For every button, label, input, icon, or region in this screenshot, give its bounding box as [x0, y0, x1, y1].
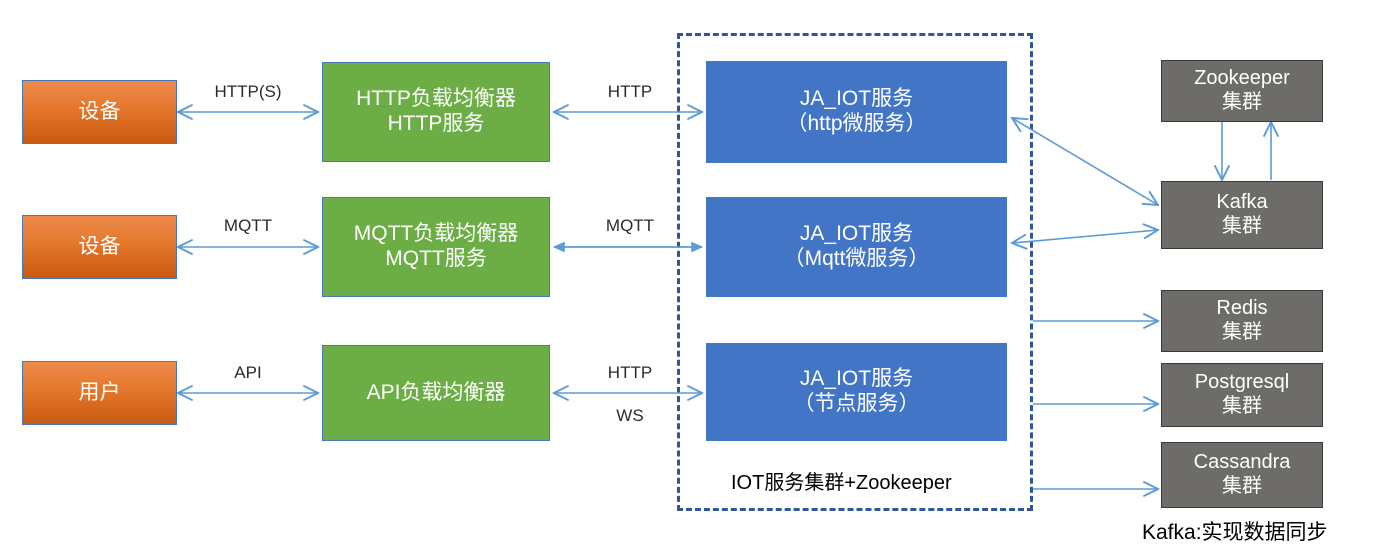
client-node-device-http[interactable]: 设备: [22, 80, 177, 144]
service-line1: JA_IOT服务: [799, 222, 914, 246]
client-node-device-mqtt[interactable]: 设备: [22, 215, 177, 279]
service-line2: （Mqtt微服务）: [783, 247, 930, 270]
edge-label-client-http: HTTP(S): [214, 82, 282, 101]
cluster-line1: Cassandra: [1193, 451, 1291, 474]
load-balancer-line1: API负载均衡器: [366, 380, 506, 404]
load-balancer-line2: HTTP服务: [387, 112, 485, 135]
cluster-line2: 集群: [1222, 475, 1262, 497]
edge-label-lb-service-mqtt: MQTT: [605, 216, 655, 235]
cluster-node-postgresql[interactable]: Postgresql 集群: [1161, 363, 1323, 427]
cluster-node-redis[interactable]: Redis 集群: [1161, 290, 1323, 352]
iot-cluster-group-boundary: [677, 33, 1033, 511]
edge-label-client-api: API: [234, 363, 262, 382]
client-label: 设备: [78, 99, 121, 123]
load-balancer-mqtt[interactable]: MQTT负载均衡器 MQTT服务: [322, 197, 550, 297]
cluster-node-zookeeper[interactable]: Zookeeper 集群: [1161, 60, 1323, 122]
client-label: 设备: [78, 234, 121, 258]
cluster-line2: 集群: [1222, 91, 1262, 113]
cluster-line2: 集群: [1222, 215, 1262, 237]
edge-label-lb-service-api-ws: WS: [616, 406, 644, 425]
service-line2: （http微服务）: [786, 112, 927, 135]
cluster-line1: Redis: [1216, 297, 1268, 320]
service-node-node-service[interactable]: JA_IOT服务 （节点服务）: [706, 343, 1007, 441]
service-line2: （节点服务）: [793, 392, 920, 415]
load-balancer-http[interactable]: HTTP负载均衡器 HTTP服务: [322, 62, 550, 162]
load-balancer-line2: MQTT服务: [385, 247, 487, 270]
iot-cluster-caption: IOT服务集群+Zookeeper: [731, 472, 952, 494]
cluster-line1: Zookeeper: [1194, 67, 1290, 90]
cluster-node-kafka[interactable]: Kafka 集群: [1161, 181, 1323, 249]
edge-label-client-mqtt: MQTT: [223, 216, 273, 235]
load-balancer-line1: MQTT负载均衡器: [353, 222, 519, 246]
cluster-node-cassandra[interactable]: Cassandra 集群: [1161, 442, 1323, 508]
kafka-footer-caption: Kafka:实现数据同步: [1142, 521, 1328, 544]
service-line1: JA_IOT服务: [799, 87, 914, 111]
edge-label-lb-service-api-http: HTTP: [607, 363, 653, 382]
edge-label-lb-service-http: HTTP: [607, 82, 653, 101]
cluster-line2: 集群: [1222, 321, 1262, 343]
load-balancer-api[interactable]: API负载均衡器: [322, 345, 550, 441]
service-node-mqtt-microservice[interactable]: JA_IOT服务 （Mqtt微服务）: [706, 197, 1007, 297]
load-balancer-line1: HTTP负载均衡器: [356, 87, 516, 111]
service-line1: JA_IOT服务: [799, 367, 914, 391]
cluster-line2: 集群: [1222, 395, 1262, 417]
client-label: 用户: [78, 380, 121, 404]
cluster-line1: Postgresql: [1194, 371, 1290, 394]
cluster-line1: Kafka: [1216, 191, 1268, 214]
client-node-user[interactable]: 用户: [22, 361, 177, 425]
service-node-http-microservice[interactable]: JA_IOT服务 （http微服务）: [706, 61, 1007, 163]
